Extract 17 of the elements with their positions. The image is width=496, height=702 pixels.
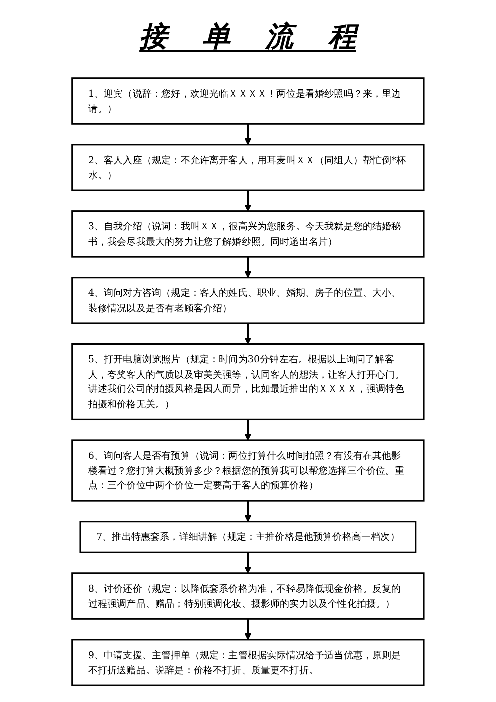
arrow	[244, 324, 252, 345]
arrow	[244, 501, 252, 522]
arrow	[244, 190, 252, 212]
arrow	[244, 619, 252, 640]
node-box: 7、推出特惠套系，详细讲解（规定：主推价格是他预算价格高一档次）	[80, 521, 416, 554]
node-box: 6、询问客人是否有预算（说词：两位打算什么时间拍照？有没有在其他影楼看过？您打算大概预算多少？根据您的预算我可以帮您选择三个价位。重点：三个价位中两个价位一定要高于客人的预算价格）	[71, 440, 425, 502]
node-box: 4、询问对方咨询（规定：客人的姓氏、职业、婚期、房子的位置、大小、装修情况以及是否有老顾客介绍）	[71, 277, 425, 324]
arrow	[244, 124, 252, 146]
node-box: 8、讨价还价（规定：以降低套系价格为准，不轻易降低现金价格。反复的过程强调产品、赠品；特别强调化妆、摄影师的实力以及个性化拍摄。）	[71, 572, 425, 620]
node-box: 9、申请支援、主管押单（规定：主管根据实际情况给予适当优惠，原则是不打折送赠品。说辞是：价格不打折、质量更不打折。	[71, 639, 425, 686]
node-box: 1、迎宾（说辞：您好，欢迎光临ＸＸＸＸ！两位是看婚纱照吗？来，里边请。）	[71, 78, 425, 125]
arrow	[244, 552, 252, 574]
node-box: 5、打开电脑浏览照片（规定：时间为30分钟左右。根据以上询问了解客人，夸奖客人的气质以及审美关强等，认同客人的想法，让客人打开心门。讲述我们公司的拍摄风格是因人而异，比如最近推出的ＸＸＸＸ，强调特色拍摄和价格无关。）	[71, 344, 425, 420]
node-box: 2、客人入座（规定：不允许离开客人，用耳麦叫ＸＸ（同组人）帮忙倒*杯水。）	[71, 144, 425, 192]
arrow	[244, 257, 252, 278]
node-box: 3、自我介绍（说词：我叫ＸＸ，很高兴为您服务。今天我就是您的结婚秘书，我会尽我最大的努力让您了解婚纱照。同时递出名片）	[71, 210, 425, 258]
arrow	[244, 420, 252, 441]
